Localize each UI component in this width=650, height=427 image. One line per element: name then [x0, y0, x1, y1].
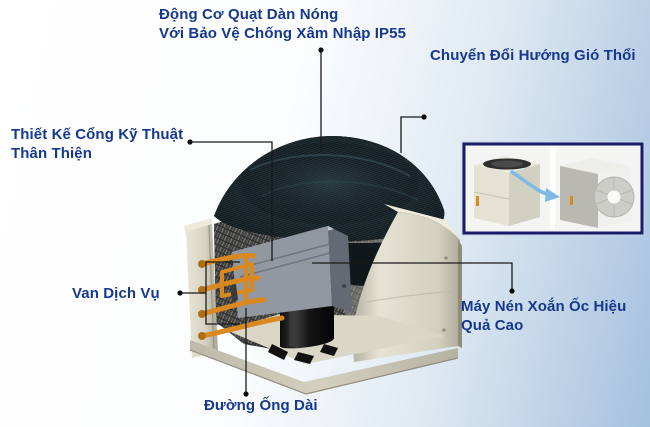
air-direction-inset — [461, 141, 645, 236]
label-compressor-line2: Quả Cao — [461, 317, 524, 335]
service-valve-body — [230, 284, 238, 302]
refrigerant-pipes — [198, 253, 285, 340]
leader-lines — [177, 47, 515, 397]
leader-air-direction — [400, 114, 427, 153]
label-fan-motor-line2: Với Bảo Vệ Chống Xâm Nhập IP55 — [159, 25, 407, 43]
leader-compressor — [312, 262, 515, 294]
label-compressor: Máy Nén Xoắn Ốc Hiệu Quả Cao — [461, 297, 626, 335]
label-fan-motor-line1: Động Cơ Quạt Dàn Nóng — [159, 6, 339, 23]
inset-side-discharge-unit — [560, 158, 635, 228]
inset-divider — [550, 147, 555, 230]
leader-piping — [243, 308, 249, 397]
label-service-port: Thiết Kế Cổng Kỹ Thuật Thân Thiện — [11, 125, 183, 163]
label-air-direction: Chuyển Đổi Hướng Gió Thổi — [430, 46, 636, 65]
control-box — [232, 226, 352, 318]
label-piping: Đường Ống Dài — [204, 396, 318, 415]
label-piping-text: Đường Ống Dài — [204, 397, 318, 414]
label-service-port-line2: Thân Thiện — [11, 145, 92, 163]
label-service-valve-text: Van Dịch Vụ — [72, 285, 160, 302]
label-compressor-line1: Máy Nén Xoắn Ốc Hiệu — [461, 298, 627, 315]
inset-top-discharge-unit — [473, 156, 540, 226]
leader-service-valve — [177, 261, 240, 325]
leader-service-port — [187, 139, 273, 261]
label-service-port-line1: Thiết Kế Cổng Kỹ Thuật — [11, 126, 184, 143]
leader-fan-motor — [318, 47, 324, 151]
label-air-direction-text: Chuyển Đổi Hướng Gió Thổi — [430, 47, 636, 64]
label-fan-motor: Động Cơ Quạt Dàn Nóng Với Bảo Vệ Chống X… — [159, 5, 406, 43]
label-service-valve: Van Dịch Vụ — [72, 284, 160, 303]
curved-arrow-icon — [510, 170, 560, 202]
